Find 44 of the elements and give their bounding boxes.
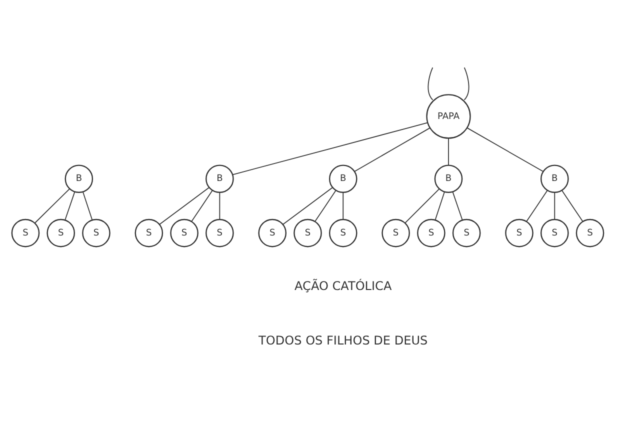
connector [342, 192, 344, 220]
node-circle: S [540, 218, 569, 247]
label: TODOS OS FILHOS DE DEUS [258, 332, 428, 347]
node-circle: S [576, 218, 604, 247]
label: AÇÃO CATÓLICA [294, 278, 392, 293]
connector [82, 190, 93, 220]
connector [562, 190, 584, 222]
connector [428, 66, 434, 100]
node-circle: S [82, 218, 110, 247]
connector [434, 190, 445, 220]
connector [34, 188, 70, 223]
connector [448, 138, 449, 166]
node-circle: S [417, 218, 446, 247]
node-circle: S [46, 218, 75, 247]
connector [232, 122, 428, 175]
connector [191, 190, 213, 222]
connector [282, 186, 333, 224]
node-circle: S [258, 218, 287, 247]
connector [159, 186, 210, 224]
connector [554, 192, 556, 220]
node-circle: B [64, 164, 94, 192]
node-circle: S [382, 218, 410, 247]
connector [64, 190, 76, 220]
node-circle: B [434, 164, 463, 192]
node-circle: S [170, 218, 198, 247]
connector [219, 192, 220, 220]
connector [526, 190, 548, 222]
node-circle: B [328, 164, 358, 192]
node-circle: S [328, 218, 358, 247]
node-circle: S [134, 218, 164, 247]
node-circle: S [294, 218, 322, 247]
connector [314, 190, 336, 222]
node-circle: S [11, 218, 40, 247]
node-circle: S [505, 218, 534, 247]
node-circle: PAPA [426, 94, 471, 138]
connector [404, 188, 440, 223]
connector [464, 66, 470, 100]
node-circle: S [452, 218, 481, 247]
node-circle: B [540, 164, 569, 192]
connector [452, 190, 463, 220]
connector [354, 126, 430, 172]
node-circle: B [206, 164, 234, 192]
node-circle: S [206, 218, 234, 247]
connector [466, 126, 544, 172]
